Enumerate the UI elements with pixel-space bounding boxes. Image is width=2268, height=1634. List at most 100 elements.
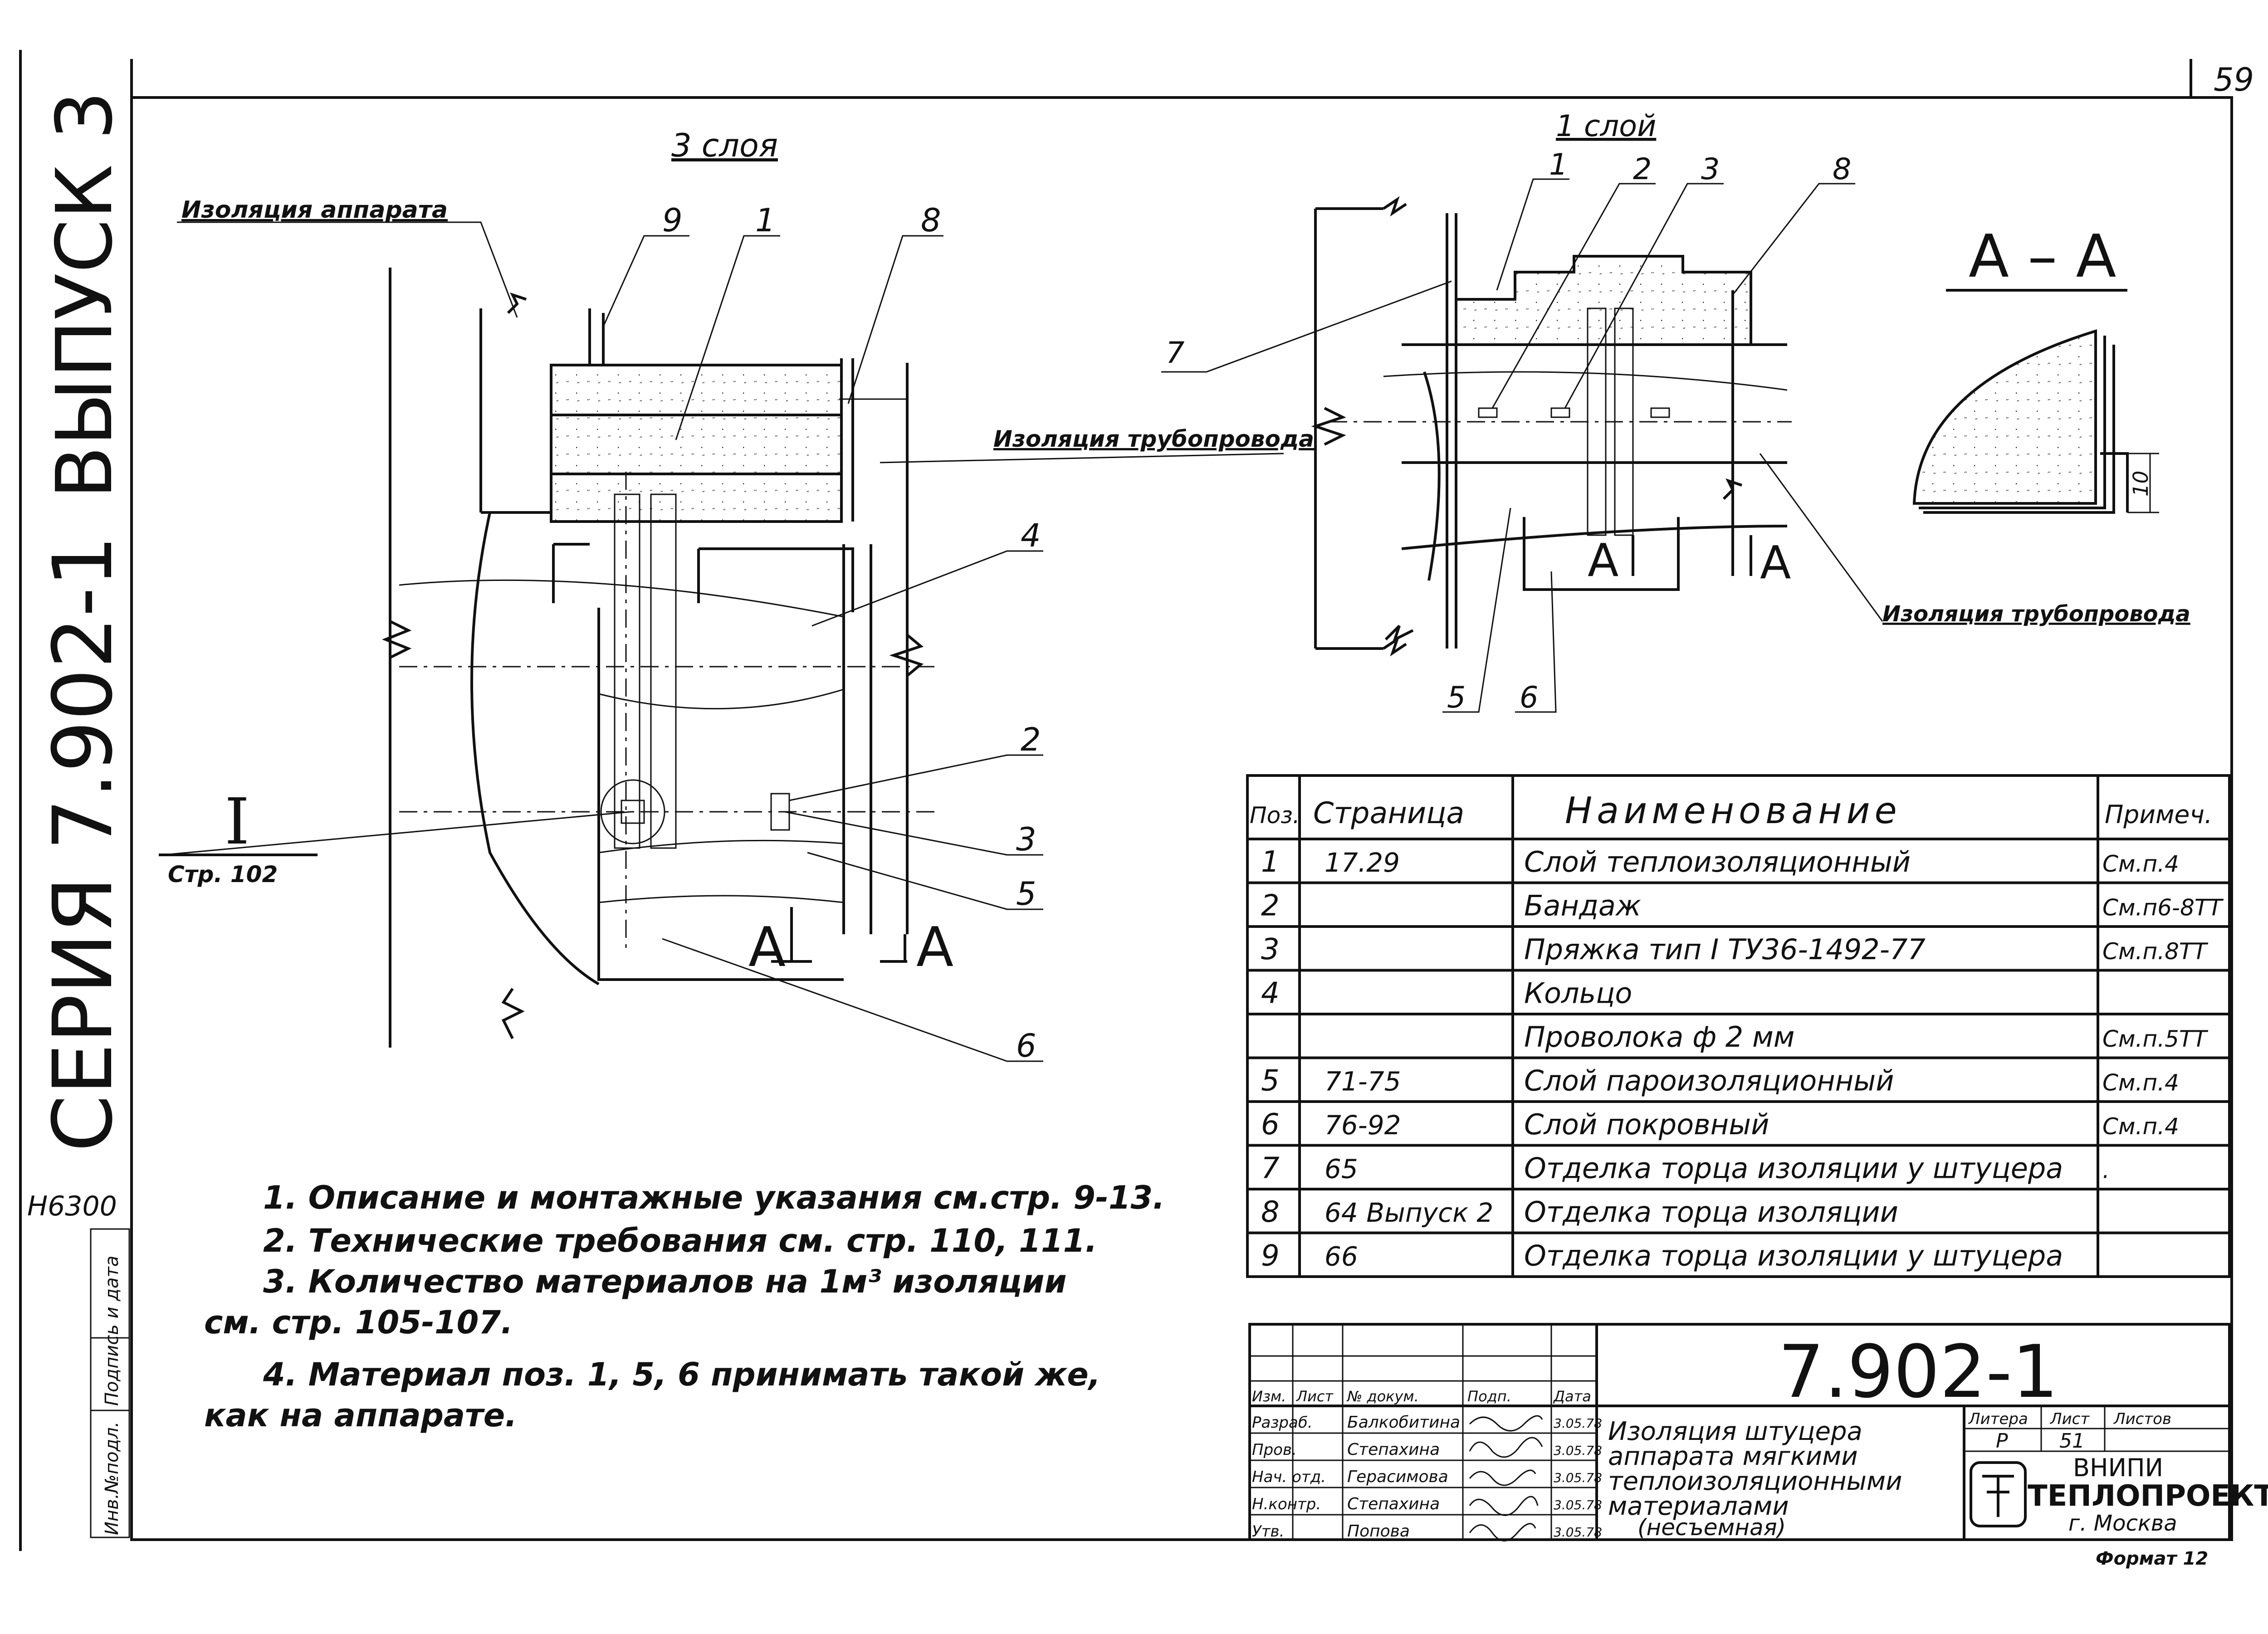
note-1: 1. Описание и монтажные указания см.стр.… xyxy=(263,1179,1165,1216)
spec-header-note: Примеч. xyxy=(2105,800,2212,829)
insulation-layer-1 xyxy=(550,364,843,523)
spec-cell-name: Отделка торца изоляции у штуцера xyxy=(1524,1239,2063,1273)
right-callout-8: 8 xyxy=(1833,152,1851,186)
spec-cell-name: Отделка торца изоляции xyxy=(1524,1195,1898,1229)
right-callout-1: 1 xyxy=(1549,148,1568,182)
issue-label: ВЫПУСК 3 xyxy=(40,91,130,499)
frame: 59 xyxy=(19,50,2254,1551)
left-view-title: 3 слоя xyxy=(671,127,778,164)
tb-org-2: ТЕПЛОПРОЕКТ xyxy=(2028,1479,2268,1513)
spec-cell-note: См.п.4 xyxy=(2102,1113,2179,1140)
left-section-a-left: A xyxy=(748,916,786,979)
right-section-a-right: A xyxy=(1760,536,1791,589)
tb-listov-label: Листов xyxy=(2113,1410,2171,1428)
tb-head-list: Лист xyxy=(1296,1388,1334,1405)
spec-cell-pos: 7 xyxy=(1261,1152,1280,1185)
right-callout-3: 3 xyxy=(1701,152,1720,186)
tb-person-role: Пров. xyxy=(1252,1441,1297,1459)
signatures xyxy=(1469,1415,1543,1541)
tb-title-4: материалами xyxy=(1608,1492,1789,1521)
org-logo xyxy=(1970,1461,2027,1527)
left-view-3-layers: 3 слоя Изоляция аппарата xyxy=(159,127,1314,1064)
left-callout-6: 6 xyxy=(1016,1027,1036,1064)
tb-person-name: Степахина xyxy=(1347,1440,1440,1459)
spec-cell-page: 64 Выпуск 2 xyxy=(1325,1197,1493,1228)
spec-cell-page: 17.29 xyxy=(1325,847,1400,878)
right-insulation xyxy=(1455,255,1752,346)
section-aa-title: А – А xyxy=(1969,222,2116,291)
tb-doc-number: 7.902-1 xyxy=(1778,1329,2058,1414)
spec-header-page: Страница xyxy=(1313,796,1464,830)
left-callout-2: 2 xyxy=(1021,721,1041,758)
spec-cell-name: Пряжка тип I ТУ36-1492-77 xyxy=(1524,933,1926,966)
tb-title-1: Изоляция штуцера xyxy=(1608,1417,1862,1446)
spec-header-pos: Поз. xyxy=(1250,802,1300,829)
spec-cell-name: Слой пароизоляционный xyxy=(1524,1064,1894,1097)
notes: 1. Описание и монтажные указания см.стр.… xyxy=(204,1179,1165,1434)
note-3: 3. Количество материалов на 1м³ изоляции xyxy=(263,1263,1067,1300)
tb-head-sign: Подп. xyxy=(1467,1388,1511,1405)
spec-cell-note: См.п.5ТТ xyxy=(2102,1026,2208,1052)
right-view-title: 1 слой xyxy=(1556,109,1656,143)
right-callout-6: 6 xyxy=(1520,681,1538,715)
tb-person-name: Герасимова xyxy=(1347,1468,1448,1486)
archive-code: Н6300 xyxy=(27,1190,117,1222)
label-pipeline-insulation: Изоляция трубопровода xyxy=(993,426,1314,452)
spec-cell-pos: 9 xyxy=(1261,1239,1280,1273)
spec-cell-pos: 3 xyxy=(1261,933,1280,966)
right-section-a-left: A xyxy=(1588,534,1618,587)
tb-person-date: 3.05.78 xyxy=(1554,1416,1602,1431)
left-callout-4: 4 xyxy=(1021,517,1041,554)
tb-list-label: Лист xyxy=(2049,1410,2090,1428)
left-section-a-right: A xyxy=(916,916,953,979)
right-callout-7: 7 xyxy=(1166,336,1184,370)
tb-title-5: (несъемная) xyxy=(1637,1514,1786,1541)
left-callout-3: 3 xyxy=(1016,821,1036,858)
note-2: 2. Технические требования см. стр. 110, … xyxy=(263,1222,1097,1259)
left-callout-1: 1 xyxy=(755,202,776,239)
tb-person-date: 3.05.78 xyxy=(1554,1443,1602,1458)
left-callout-5: 5 xyxy=(1016,875,1036,912)
tb-person-role: Утв. xyxy=(1252,1522,1284,1541)
right-view-1-layer: 1 слой A A 1 2 3 xyxy=(1161,109,2190,715)
tb-person-date: 3.05.78 xyxy=(1554,1497,1602,1512)
spec-cell-note: См.п.8ТТ xyxy=(2102,938,2208,965)
note-4-cont: как на аппарате. xyxy=(204,1397,517,1434)
tb-title-3: теплоизоляционными xyxy=(1608,1467,1902,1496)
spec-cell-pos: 4 xyxy=(1261,977,1280,1010)
spec-cell-pos: 1 xyxy=(1261,845,1280,879)
left-callout-9: 9 xyxy=(662,202,683,239)
series-label: СЕРИЯ 7.902-1 xyxy=(36,535,131,1152)
spec-cell-note: . xyxy=(2102,1157,2110,1184)
spec-cell-pos: 6 xyxy=(1261,1108,1280,1141)
note-3-cont: см. стр. 105-107. xyxy=(204,1304,513,1341)
spec-cell-page: 71-75 xyxy=(1325,1066,1401,1097)
tb-person-date: 3.05.78 xyxy=(1554,1525,1602,1540)
tb-person-name: Степахина xyxy=(1347,1495,1440,1513)
spec-cell-page: 66 xyxy=(1325,1241,1358,1272)
spec-cell-pos: 5 xyxy=(1261,1064,1280,1098)
section-i-ref: Стр. 102 xyxy=(168,861,278,888)
tb-org-1: ВНИПИ xyxy=(2073,1454,2163,1482)
right-label-pipeline: Изоляция трубопровода xyxy=(1882,601,2190,627)
spec-cell-name: Слой покровный xyxy=(1524,1108,1769,1141)
section-aa: А – А 10 xyxy=(1912,222,2159,514)
spec-cell-pos: 8 xyxy=(1261,1195,1280,1229)
spec-cell-page: 65 xyxy=(1325,1154,1358,1185)
tb-head-doc: № докум. xyxy=(1346,1388,1419,1405)
tb-person-role: Н.контр. xyxy=(1252,1495,1321,1513)
tb-person-name: Балкобитина xyxy=(1347,1413,1460,1432)
spec-cell-note: См.п.4 xyxy=(2102,1070,2179,1096)
right-callout-2: 2 xyxy=(1633,152,1652,186)
spec-cell-note: См.п6-8ТТ xyxy=(2102,895,2224,921)
spec-cell-page: 76-92 xyxy=(1325,1110,1401,1141)
tb-person-name: Попова xyxy=(1347,1522,1410,1541)
page-number: 59 xyxy=(2214,61,2254,98)
tb-city: г. Москва xyxy=(2068,1511,2177,1536)
tb-head-izm: Изм. xyxy=(1252,1388,1286,1405)
tb-person-date: 3.05.78 xyxy=(1554,1470,1602,1485)
tb-title-2: аппарата мягкими xyxy=(1608,1442,1858,1471)
right-callout-5: 5 xyxy=(1447,681,1466,715)
section-aa-dim: 10 xyxy=(2129,471,2153,497)
tb-person-role: Разраб. xyxy=(1252,1414,1313,1432)
